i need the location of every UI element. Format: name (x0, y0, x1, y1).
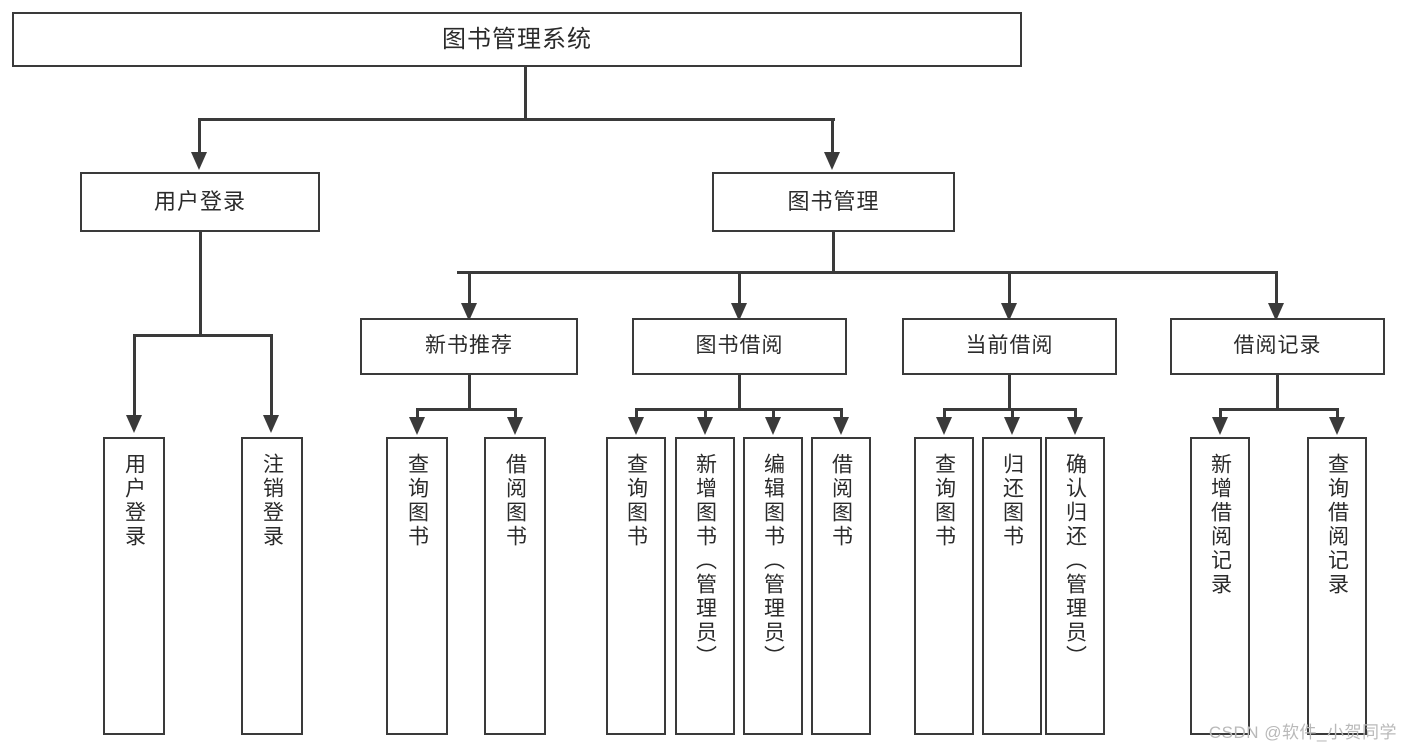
connector-current-borrow-bus (943, 408, 1077, 411)
connector-drop-leaf-edit-book (772, 408, 775, 420)
connector-new-book-recommend-stem (468, 375, 471, 408)
node-user-login[interactable]: 用户登录 (80, 172, 320, 232)
node-label: 用户登录 (153, 189, 246, 215)
node-book-borrow[interactable]: 图书借阅 (632, 318, 847, 375)
arrow-user-login (191, 152, 207, 170)
node-label: 查询图书 (932, 453, 956, 549)
connector-drop-leaf-query-book-3 (943, 408, 946, 420)
arrow-book-borrow (731, 303, 747, 321)
arrow-leaf-add-book (697, 417, 713, 435)
connector-drop-book-borrow (738, 271, 741, 307)
node-book-management-system[interactable]: 图书管理系统 (12, 12, 1022, 67)
leaf-query-book-3[interactable]: 查询图书 (914, 437, 974, 735)
node-label: 查询图书 (624, 453, 648, 549)
leaf-query-record[interactable]: 查询借阅记录 (1307, 437, 1367, 735)
arrow-leaf-add-record (1212, 417, 1228, 435)
connector-level3-bus (457, 271, 1278, 274)
leaf-borrow-book-2[interactable]: 借阅图书 (811, 437, 871, 735)
connector-drop-leaf-query-book-2 (635, 408, 638, 420)
arrow-current-borrow (1001, 303, 1017, 321)
leaf-return-book[interactable]: 归还图书 (982, 437, 1042, 735)
connector-drop-leaf-query-book-1 (416, 408, 419, 420)
csdn-watermark: CSDN @软件_小贺同学 (1208, 723, 1397, 742)
node-borrow-record[interactable]: 借阅记录 (1170, 318, 1385, 375)
arrow-borrow-record (1268, 303, 1284, 321)
arrow-leaf-query-record (1329, 417, 1345, 435)
arrow-leaf-query-book-3 (936, 417, 952, 435)
arrow-leaf-query-book-2 (628, 417, 644, 435)
connector-drop-leaf-borrow-book-2 (840, 408, 843, 420)
connector-book-management-stem (832, 232, 835, 271)
node-label: 图书借阅 (695, 334, 784, 358)
node-label: 图书管理系统 (442, 25, 592, 53)
arrow-new-book-recommend (461, 303, 477, 321)
arrow-leaf-query-book-1 (409, 417, 425, 435)
node-label: 确认归还（管理员） (1063, 453, 1087, 669)
leaf-add-record[interactable]: 新增借阅记录 (1190, 437, 1250, 735)
arrow-leaf-borrow-book-2 (833, 417, 849, 435)
connector-user-login-stem (199, 232, 202, 334)
node-label: 查询借阅记录 (1325, 453, 1349, 597)
node-label: 借阅图书 (829, 453, 853, 549)
arrow-leaf-return-book (1004, 417, 1020, 435)
leaf-edit-book[interactable]: 编辑图书（管理员） (743, 437, 803, 735)
node-current-borrow[interactable]: 当前借阅 (902, 318, 1117, 375)
leaf-user-login[interactable]: 用户登录 (103, 437, 165, 735)
connector-new-book-recommend-bus (416, 408, 517, 411)
connector-drop-current-borrow (1008, 271, 1011, 307)
leaf-logout[interactable]: 注销登录 (241, 437, 303, 735)
connector-drop-leaf-add-book (704, 408, 707, 420)
connector-drop-leaf-confirm-return (1074, 408, 1077, 420)
leaf-confirm-return[interactable]: 确认归还（管理员） (1045, 437, 1105, 735)
connector-level2-bus (198, 118, 835, 121)
connector-borrow-record-stem (1276, 375, 1279, 408)
node-new-book-recommend[interactable]: 新书推荐 (360, 318, 578, 375)
connector-borrow-record-bus (1219, 408, 1338, 411)
leaf-query-book-1[interactable]: 查询图书 (386, 437, 448, 735)
connector-drop-leaf-user-login (133, 334, 136, 419)
node-label: 编辑图书（管理员） (761, 453, 785, 669)
connector-root-stem (524, 67, 527, 118)
node-label: 新增借阅记录 (1208, 453, 1232, 597)
arrow-leaf-edit-book (765, 417, 781, 435)
node-label: 借阅图书 (503, 453, 527, 549)
node-label: 归还图书 (1000, 453, 1024, 549)
node-label: 查询图书 (405, 453, 429, 549)
leaf-borrow-book-1[interactable]: 借阅图书 (484, 437, 546, 735)
connector-drop-borrow-record (1275, 271, 1278, 307)
node-label: 新增图书（管理员） (693, 453, 717, 669)
node-label: 当前借阅 (965, 334, 1054, 358)
connector-book-borrow-stem (738, 375, 741, 408)
connector-drop-leaf-borrow-book-1 (514, 408, 517, 420)
connector-drop-leaf-query-record (1336, 408, 1339, 420)
connector-drop-book-management (831, 118, 834, 156)
arrow-leaf-user-login (126, 415, 142, 433)
arrow-leaf-logout (263, 415, 279, 433)
node-label: 借阅记录 (1233, 334, 1322, 358)
node-label: 用户登录 (122, 453, 146, 549)
connector-drop-leaf-return-book (1011, 408, 1014, 420)
connector-drop-leaf-add-record (1219, 408, 1222, 420)
leaf-query-book-2[interactable]: 查询图书 (606, 437, 666, 735)
node-label: 新书推荐 (425, 334, 513, 358)
connector-book-borrow-bus (635, 408, 843, 411)
leaf-add-book[interactable]: 新增图书（管理员） (675, 437, 735, 735)
arrow-leaf-borrow-book-1 (507, 417, 523, 435)
arrow-leaf-confirm-return (1067, 417, 1083, 435)
connector-current-borrow-stem (1008, 375, 1011, 408)
arrow-book-management (824, 152, 840, 170)
connector-drop-leaf-logout (270, 334, 273, 419)
connector-user-login-bus (133, 334, 272, 337)
node-label: 图书管理 (787, 189, 880, 215)
node-label: 注销登录 (260, 453, 284, 549)
node-book-management[interactable]: 图书管理 (712, 172, 955, 232)
connector-drop-new-book-recommend (468, 271, 471, 307)
connector-drop-user-login (198, 118, 201, 156)
